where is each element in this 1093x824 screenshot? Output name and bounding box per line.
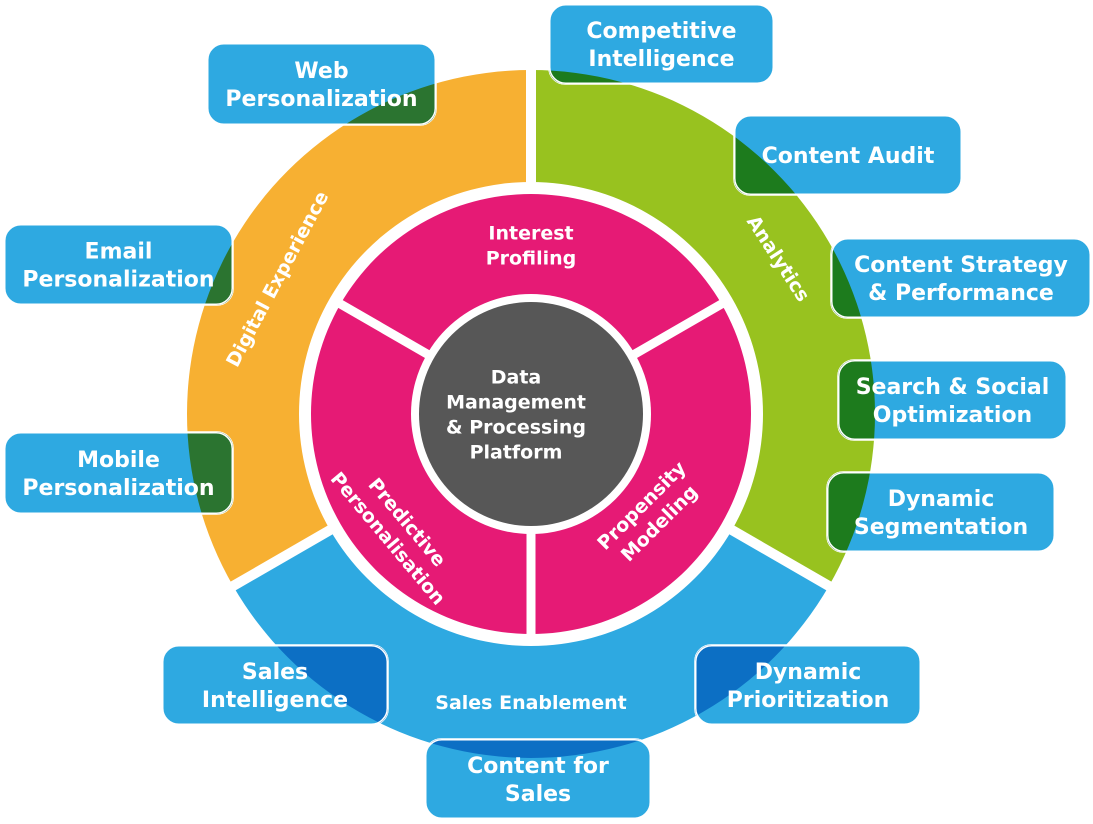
box-label-line: Personalization [22, 268, 214, 293]
box-border [831, 238, 1091, 318]
box-label-line: Dynamic [888, 487, 995, 512]
box-border [827, 472, 1055, 552]
box-label-line: Intelligence [202, 688, 348, 713]
box-label-line: Content for [467, 754, 609, 779]
box-label: Content Audit [762, 144, 935, 169]
interest-profiling-label-line: Interest [488, 223, 573, 245]
hub-label-line: Platform [470, 442, 563, 464]
box-border [4, 224, 233, 305]
box-label-line: Dynamic [755, 660, 862, 685]
box-border [4, 432, 233, 514]
hub-label-line: Data [491, 367, 542, 389]
box-label-line: Personalization [225, 87, 417, 112]
box-border [425, 739, 651, 819]
box-label-line: Search & Social [856, 375, 1050, 400]
box-label-line: Web [294, 59, 348, 84]
outer-divider [227, 518, 345, 593]
box-border [207, 43, 436, 125]
sales-enablement-label: Sales Enablement [435, 692, 626, 714]
box-label: Content Strategy & Performance [854, 253, 1068, 306]
box-background [548, 3, 775, 85]
box-ring-overlap [233, 645, 388, 725]
box-label-line: Intelligence [588, 47, 734, 72]
box-label-line: Personalization [22, 476, 214, 501]
box-label-line: Content Strategy [854, 253, 1068, 278]
box-border [162, 645, 388, 725]
box-border [695, 645, 921, 725]
segment-interest-profiling [340, 194, 722, 358]
box-border [734, 115, 962, 195]
segment-propensity-modeling [531, 304, 751, 634]
box-label-line: Segmentation [854, 515, 1028, 540]
box-border [549, 4, 774, 84]
box-content-strategy-performance: Content Strategy & Performance [830, 237, 1092, 319]
box-label-line: Sales [242, 660, 308, 685]
segment-predictive-personalisation [311, 304, 531, 634]
box-label-line: Email [85, 240, 153, 265]
interest-profiling-label-line: Profiling [486, 248, 577, 270]
hub-label-line: Management [446, 392, 586, 414]
outer-divider [717, 518, 835, 593]
box-border [838, 360, 1067, 440]
box-background [3, 223, 234, 306]
inner-divider [336, 299, 437, 362]
hub-label-line: & Processing [446, 417, 586, 439]
box-label-line: Mobile [77, 448, 160, 473]
segment-analytics [531, 70, 875, 586]
segment-digital-experience [187, 70, 531, 586]
box-content-audit: Content Audit [733, 114, 963, 196]
box-label-line: Optimization [873, 403, 1032, 428]
box-background [830, 237, 1092, 319]
box-label-line: Prioritization [727, 688, 890, 713]
inner-divider [625, 299, 726, 362]
box-label-line: Competitive [586, 19, 736, 44]
box-label-line: Content Audit [762, 144, 935, 169]
hub-circle [419, 302, 643, 526]
box-label-line: Sales [505, 782, 571, 807]
box-label-line: & Performance [868, 281, 1054, 306]
